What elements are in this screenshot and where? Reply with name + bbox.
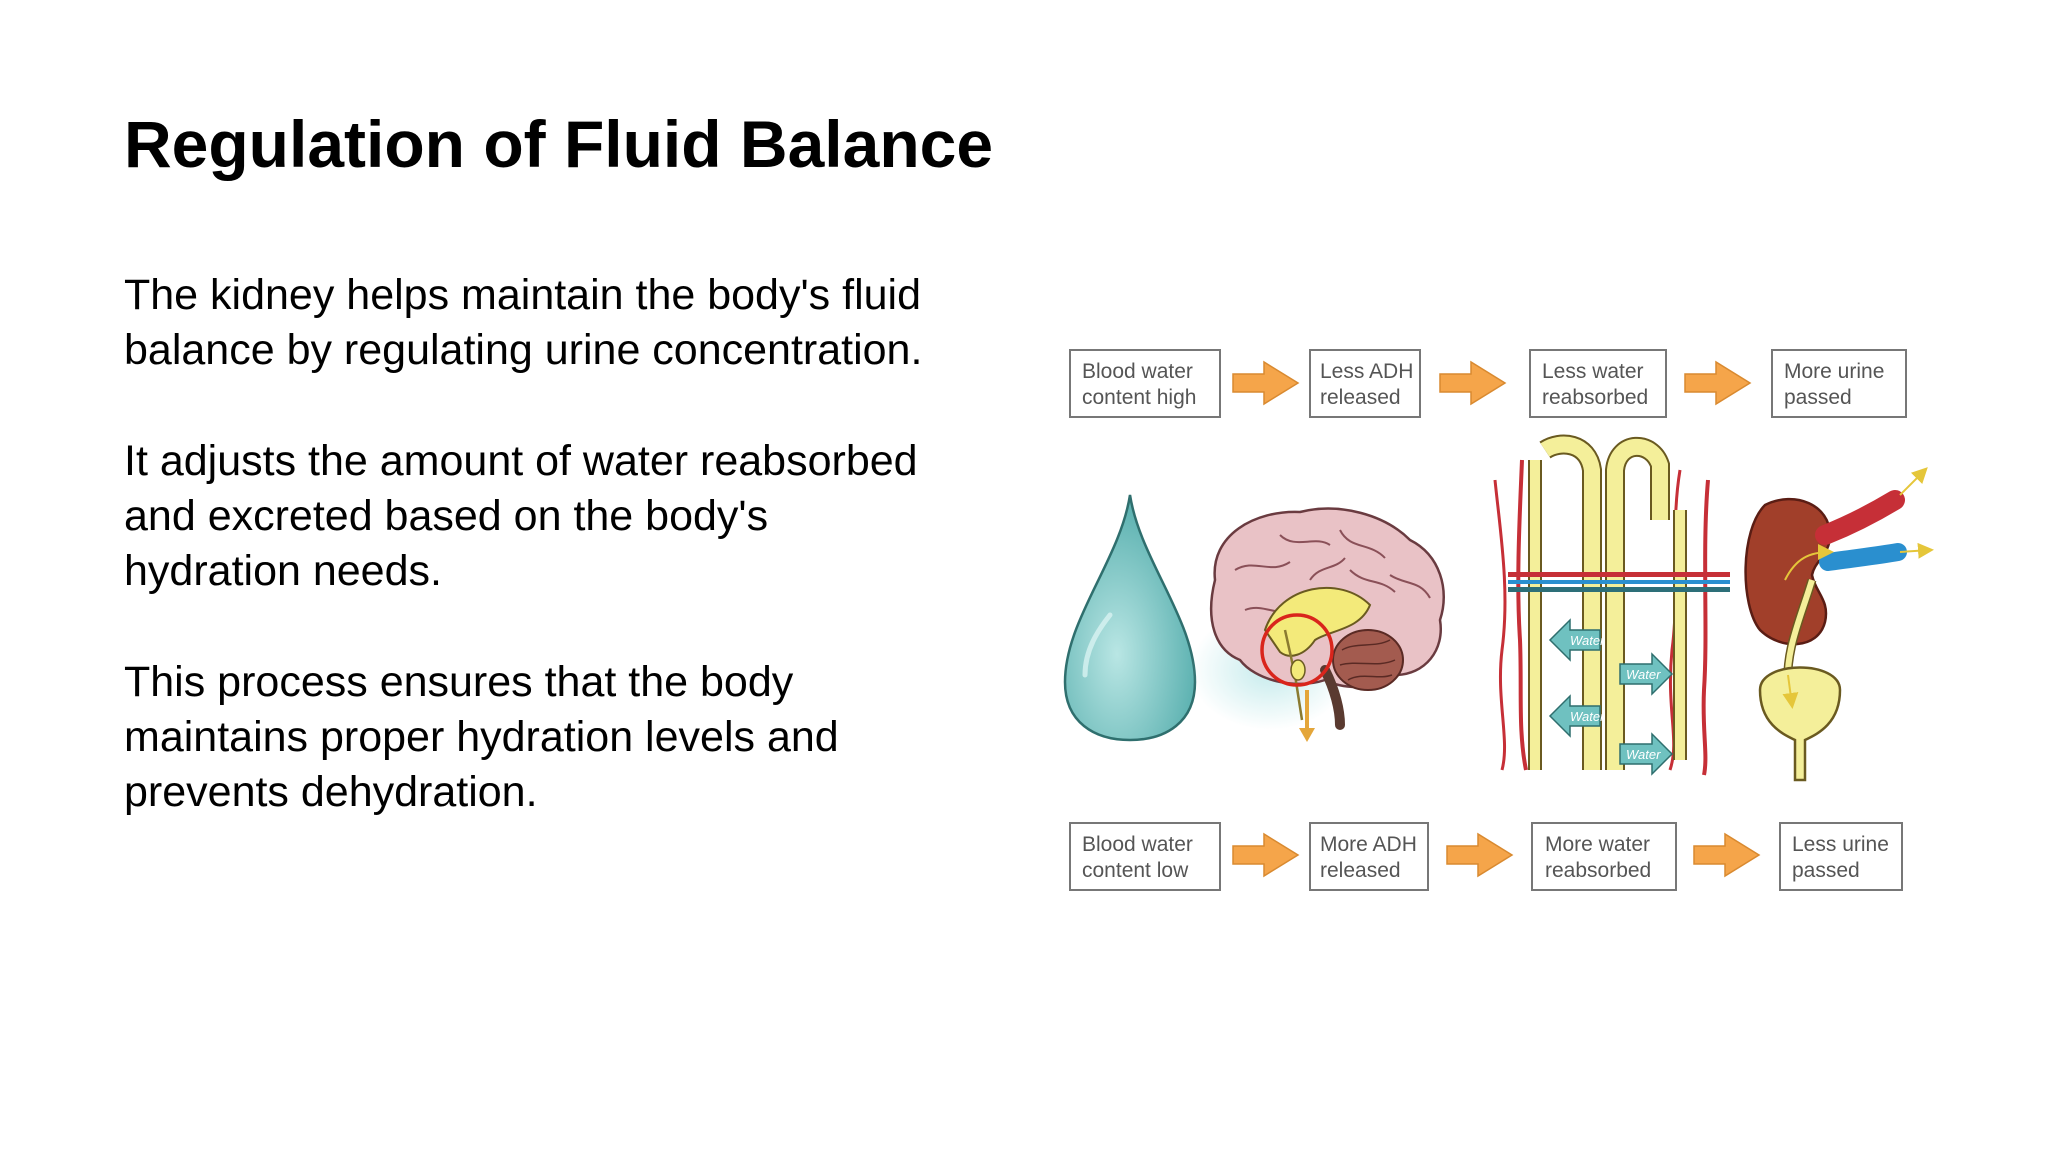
paragraph-1-line-2: balance by regulating urine concentratio… (124, 326, 923, 374)
bottom-box-3-line-1: More water (1545, 833, 1650, 856)
paragraph-1-line-1: The kidney helps maintain the body's flu… (124, 271, 922, 319)
top-box-1-line-1: Blood water (1082, 360, 1193, 383)
water-arrow-3: Water (1548, 694, 1605, 738)
top-row: Blood water content high Less ADH releas… (1069, 349, 1907, 418)
bottom-box-3-line-2: reabsorbed (1545, 859, 1651, 882)
top-box-4-line-2: passed (1784, 386, 1852, 409)
top-box-1-line-2: content high (1082, 386, 1196, 409)
paragraph-1: The kidney helps maintain the body's flu… (124, 268, 1004, 378)
fluid-balance-diagram: Blood water content high Less ADH releas… (1040, 330, 1950, 910)
bottom-row: Blood water content low More ADH release… (1069, 822, 1903, 891)
top-box-4: More urine passed (1771, 349, 1907, 418)
paragraph-3: This process ensures that the body maint… (124, 655, 1004, 820)
bottom-arrow-2 (1446, 832, 1514, 878)
nephron-icon: Water Water Water Water (1493, 434, 1730, 776)
bottom-box-4: Less urine passed (1779, 822, 1903, 891)
top-arrow-3 (1684, 360, 1752, 406)
water-label-1: Water (1570, 633, 1605, 648)
water-arrow-4: Water (1619, 732, 1674, 776)
bottom-box-3: More water reabsorbed (1531, 822, 1677, 891)
bottom-box-2-line-2: released (1320, 859, 1401, 882)
top-box-3-line-2: reabsorbed (1542, 386, 1648, 409)
bottom-arrow-3 (1693, 832, 1761, 878)
paragraph-2-line-2: and excreted based on the body's (124, 492, 769, 540)
paragraph-2: It adjusts the amount of water reabsorbe… (124, 434, 1004, 599)
bottom-box-4-line-1: Less urine (1792, 833, 1889, 856)
bottom-box-2-line-1: More ADH (1320, 833, 1417, 856)
top-box-2-line-2: released (1320, 386, 1401, 409)
water-arrow-2: Water (1619, 652, 1674, 696)
bottom-box-1: Blood water content low (1069, 822, 1221, 891)
water-drop-icon (1063, 494, 1197, 742)
slide-title: Regulation of Fluid Balance (124, 107, 994, 181)
bottom-box-1-line-1: Blood water (1082, 833, 1193, 856)
paragraph-3-line-2: maintains proper hydration levels and (124, 713, 839, 761)
paragraph-3-line-1: This process ensures that the body (124, 658, 794, 706)
water-label-3: Water (1570, 709, 1605, 724)
top-box-3-line-1: Less water (1542, 360, 1644, 383)
water-arrow-1: Water (1548, 618, 1605, 662)
top-arrow-1 (1232, 360, 1300, 406)
slide-body: The kidney helps maintain the body's flu… (124, 268, 1004, 876)
top-arrow-2 (1439, 360, 1507, 406)
top-box-4-line-1: More urine (1784, 360, 1884, 383)
kidney-bladder-icon (1744, 467, 1934, 782)
brain-icon (1190, 507, 1445, 742)
diagram-svg: Blood water content high Less ADH releas… (1063, 349, 1934, 891)
top-box-3: Less water reabsorbed (1529, 349, 1667, 418)
paragraph-3-line-3: prevents dehydration. (124, 768, 538, 816)
paragraph-2-line-1: It adjusts the amount of water reabsorbe… (124, 437, 918, 485)
paragraph-2-line-3: hydration needs. (124, 547, 442, 595)
top-box-2: Less ADH released (1309, 349, 1421, 418)
bottom-arrow-1 (1232, 832, 1300, 878)
hypothalamus-highlight-circle (1260, 613, 1334, 687)
bottom-box-4-line-2: passed (1792, 859, 1860, 882)
water-label-4: Water (1626, 747, 1661, 762)
bottom-box-1-line-2: content low (1082, 859, 1189, 882)
water-label-2: Water (1626, 667, 1661, 682)
bottom-box-2: More ADH released (1309, 822, 1429, 891)
top-box-1: Blood water content high (1069, 349, 1221, 418)
top-box-2-line-1: Less ADH (1320, 360, 1413, 383)
